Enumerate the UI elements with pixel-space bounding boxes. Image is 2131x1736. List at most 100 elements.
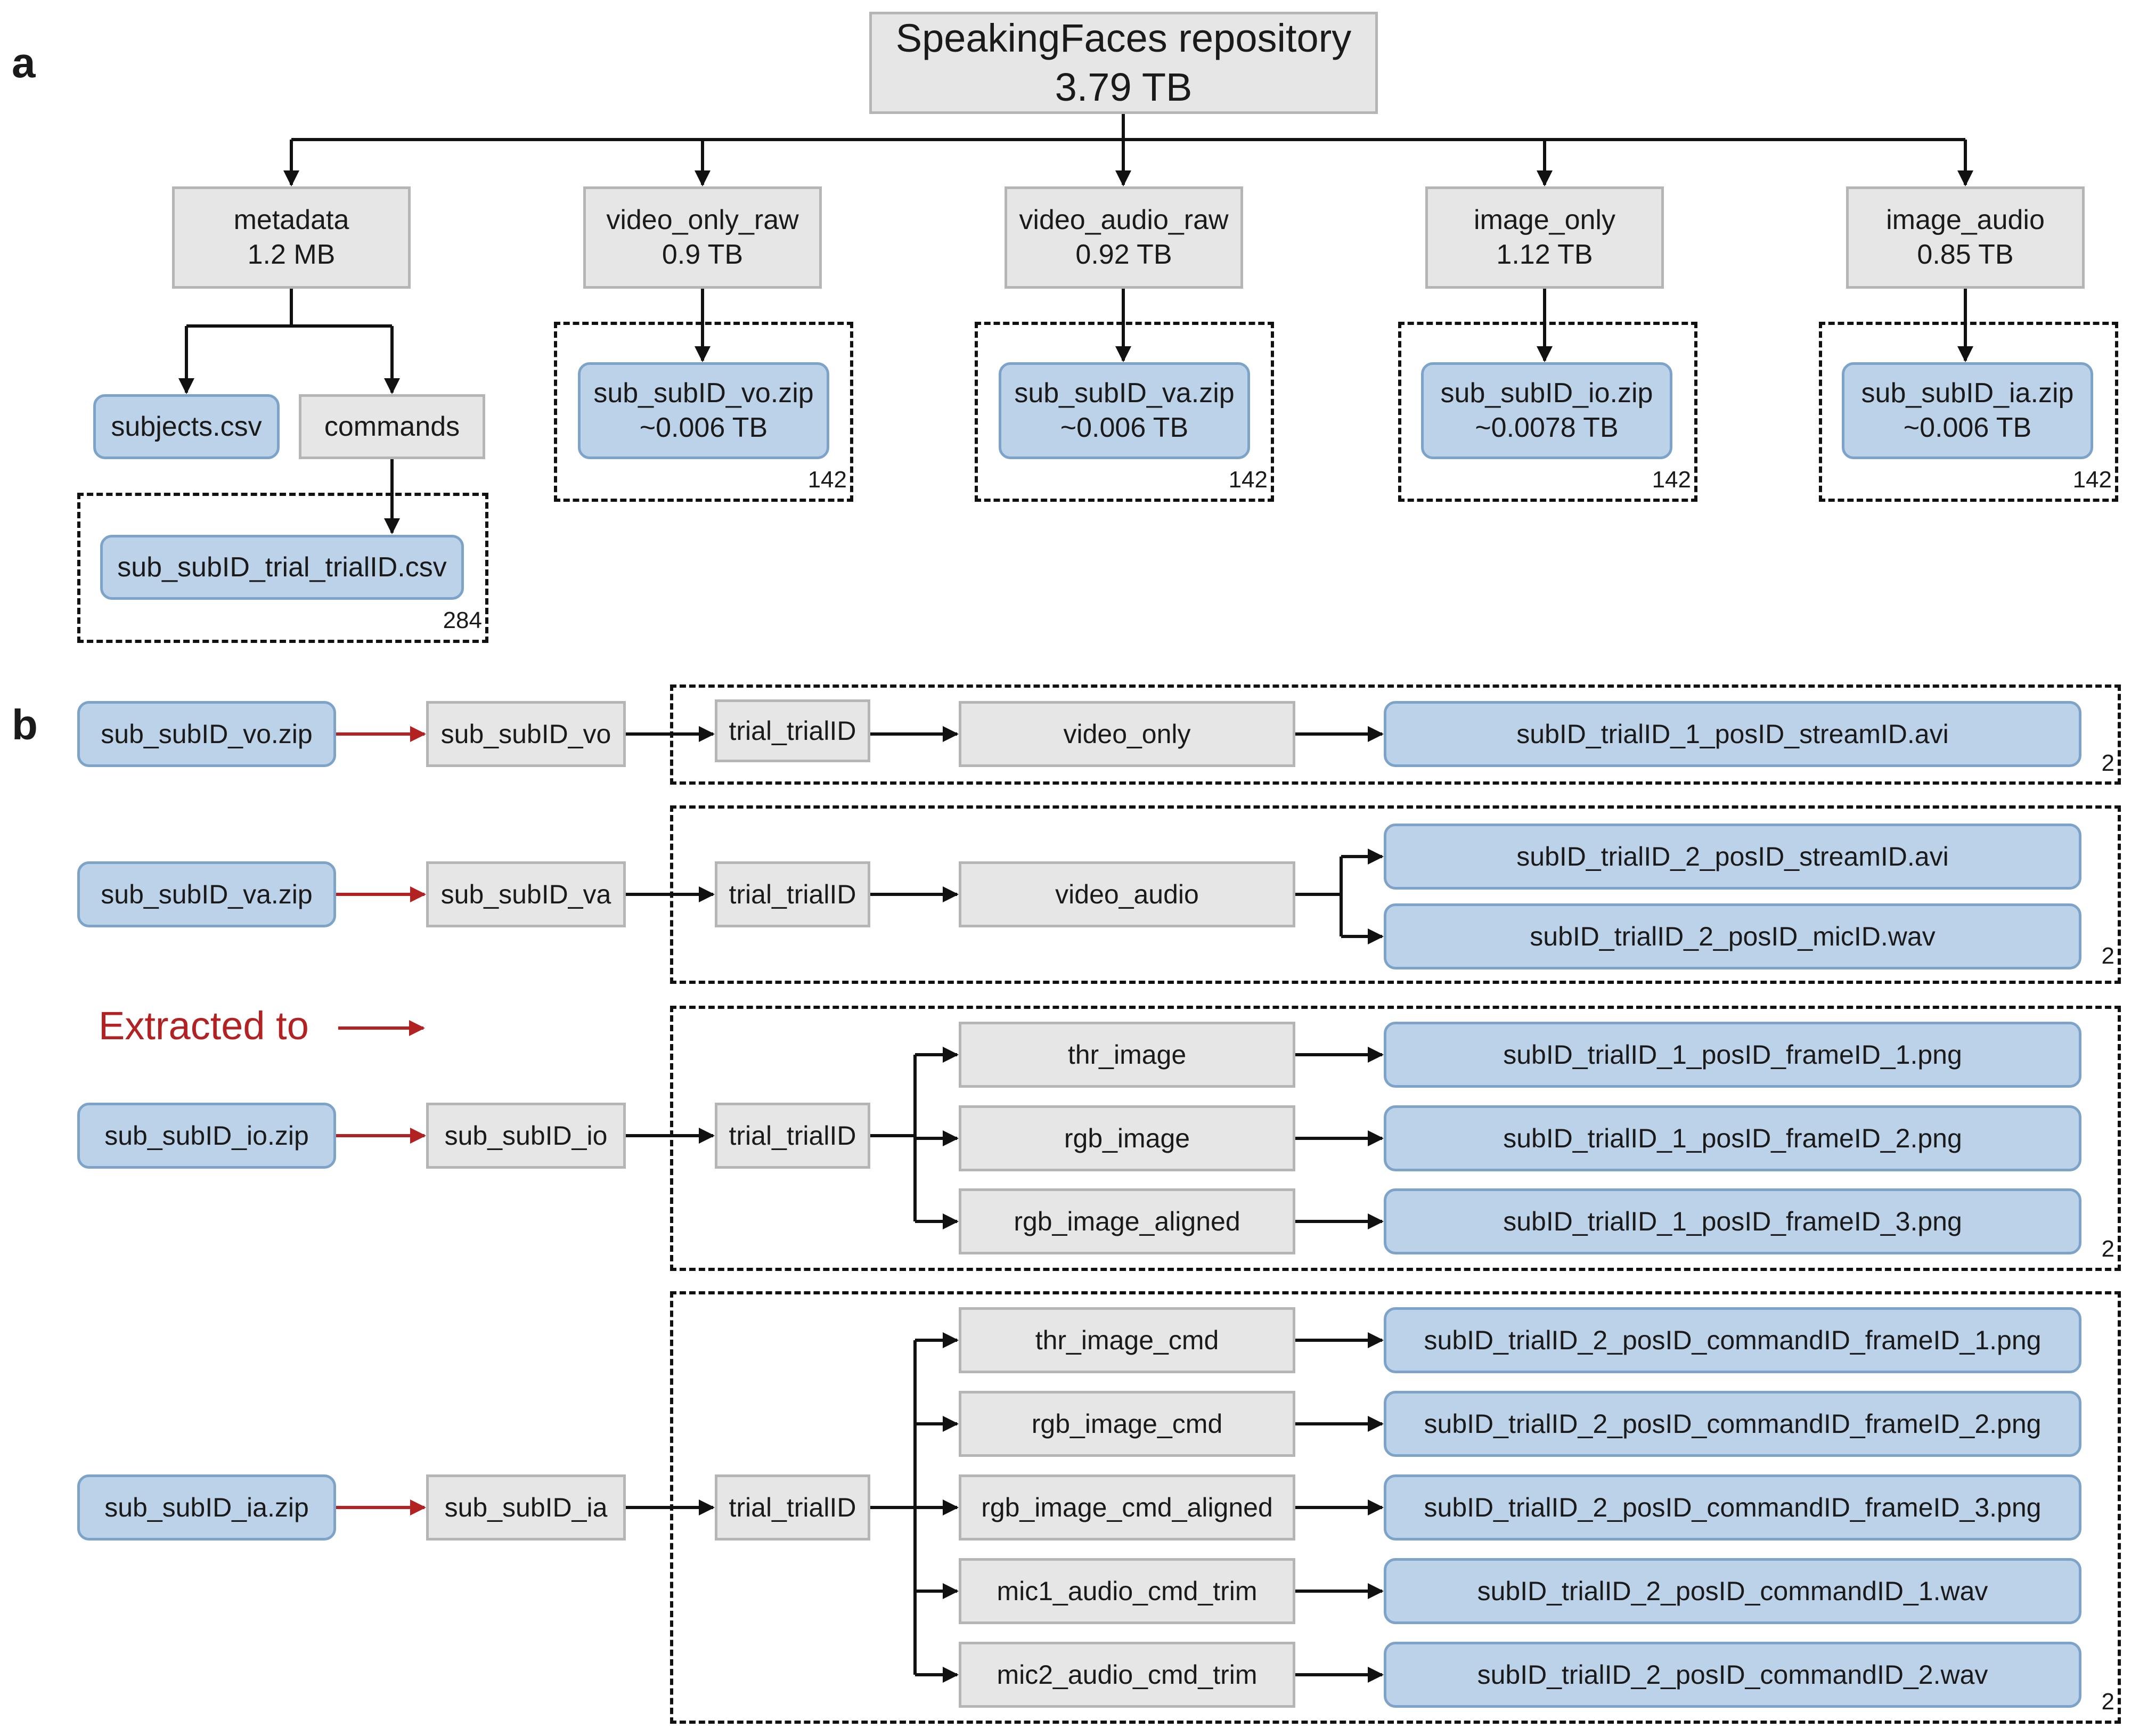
row-io-folder-rgb-image-aligned: rgb_image_aligned xyxy=(959,1188,1295,1254)
zip-label: sub_subID_vo.zip xyxy=(101,719,313,749)
row-ia-folder-rgb-image-cmd-aligned: rgb_image_cmd_aligned xyxy=(959,1474,1295,1541)
file-label: subID_trialID_1_posID_frameID_1.png xyxy=(1503,1039,1962,1070)
row-ia-folder-mic1-audio-cmd-trim: mic1_audio_cmd_trim xyxy=(959,1558,1295,1624)
row-io-zip: sub_subID_io.zip xyxy=(77,1103,336,1169)
row-ia-subject-folder: sub_subID_ia xyxy=(426,1474,626,1541)
zip-size: ~0.0078 TB xyxy=(1475,412,1619,443)
folder-label: video_only xyxy=(1063,719,1191,749)
row-io-folder-rgb-image: rgb_image xyxy=(959,1105,1295,1171)
folder-size: 0.85 TB xyxy=(1917,239,2014,270)
repeat-count: 142 xyxy=(1652,467,1691,493)
folder-label: video_audio xyxy=(1055,879,1199,909)
zip-io: sub_subID_io.zip ~0.0078 TB xyxy=(1421,362,1672,459)
repository-size: 3.79 TB xyxy=(1055,65,1193,109)
zip-size: ~0.006 TB xyxy=(1060,412,1189,443)
repeat-count: 284 xyxy=(443,607,482,633)
repeat-group-va-zip xyxy=(975,322,1274,502)
zip-size: ~0.006 TB xyxy=(1903,412,2032,443)
file-label: subID_trialID_2_posID_micID.wav xyxy=(1530,921,1936,951)
folder-label: commands xyxy=(324,411,460,442)
row-io-file-png-2: subID_trialID_1_posID_frameID_2.png xyxy=(1384,1105,2081,1171)
folder-label: mic1_audio_cmd_trim xyxy=(997,1576,1258,1606)
row-vo-folder-video-only: video_only xyxy=(959,701,1295,767)
file-label: subID_trialID_1_posID_streamID.avi xyxy=(1516,719,1949,749)
folder-name: image_audio xyxy=(1886,205,2045,235)
file-label: subID_trialID_1_posID_frameID_3.png xyxy=(1503,1206,1962,1236)
file-label: subID_trialID_2_posID_commandID_frameID_… xyxy=(1424,1492,2042,1522)
row-io-file-png-3: subID_trialID_1_posID_frameID_3.png xyxy=(1384,1188,2081,1254)
row-ia-file-wav-2: subID_trialID_2_posID_commandID_2.wav xyxy=(1384,1642,2081,1708)
folder-name: video_audio_raw xyxy=(1019,205,1229,235)
folder-metadata: metadata 1.2 MB xyxy=(172,186,411,289)
row-vo-zip: sub_subID_vo.zip xyxy=(77,701,336,767)
folder-label: trial_trialID xyxy=(729,879,856,909)
row-ia-folder-rgb-image-cmd: rgb_image_cmd xyxy=(959,1391,1295,1457)
folder-label: sub_subID_ia xyxy=(444,1492,608,1522)
folder-label: mic2_audio_cmd_trim xyxy=(997,1659,1258,1690)
folder-label: rgb_image_cmd_aligned xyxy=(981,1492,1273,1522)
repository-title: SpeakingFaces repository xyxy=(895,15,1352,60)
folder-label: trial_trialID xyxy=(729,1120,856,1151)
row-va-subject-folder: sub_subID_va xyxy=(426,861,626,927)
row-ia-folder-mic2-audio-cmd-trim: mic2_audio_cmd_trim xyxy=(959,1642,1295,1708)
row-va-file-wav: subID_trialID_2_posID_micID.wav xyxy=(1384,903,2081,969)
repeat-group-trial-csv xyxy=(77,493,488,643)
folder-label: trial_trialID xyxy=(729,1492,856,1522)
folder-video-audio-raw: video_audio_raw 0.92 TB xyxy=(1005,186,1243,289)
folder-name: image_only xyxy=(1474,205,1615,235)
folder-label: rgb_image xyxy=(1064,1123,1190,1153)
folder-size: 0.92 TB xyxy=(1075,239,1172,270)
row-va-file-avi: subID_trialID_2_posID_streamID.avi xyxy=(1384,824,2081,890)
zip-label: sub_subID_io.zip xyxy=(104,1120,309,1151)
folder-label: rgb_image_cmd xyxy=(1031,1408,1223,1439)
row-ia-folder-thr-image-cmd: thr_image_cmd xyxy=(959,1307,1295,1373)
zip-name: sub_subID_ia.zip xyxy=(1861,378,2074,409)
repeat-group-row-va xyxy=(670,805,2121,984)
row-ia-trial-folder: trial_trialID xyxy=(715,1474,870,1541)
repeat-count: 2 xyxy=(2101,943,2114,969)
zip-vo: sub_subID_vo.zip ~0.006 TB xyxy=(578,362,829,459)
repeat-count: 142 xyxy=(807,467,847,493)
folder-label: rgb_image_aligned xyxy=(1014,1206,1240,1236)
folder-name: metadata xyxy=(233,205,349,235)
repository-root-node: SpeakingFaces repository 3.79 TB xyxy=(869,12,1378,114)
folder-size: 1.12 TB xyxy=(1496,239,1593,270)
file-label: subID_trialID_2_posID_commandID_1.wav xyxy=(1477,1576,1988,1606)
repeat-group-io-zip xyxy=(1398,322,1697,502)
row-io-folder-thr-image: thr_image xyxy=(959,1022,1295,1088)
file-label: subID_trialID_1_posID_frameID_2.png xyxy=(1503,1123,1962,1153)
row-va-zip: sub_subID_va.zip xyxy=(77,861,336,927)
row-va-trial-folder: trial_trialID xyxy=(715,861,870,927)
folder-video-only-raw: video_only_raw 0.9 TB xyxy=(583,186,822,289)
row-vo-subject-folder: sub_subID_vo xyxy=(426,701,626,767)
repeat-group-row-io xyxy=(670,1006,2121,1271)
row-va-folder-video-audio: video_audio xyxy=(959,861,1295,927)
repeat-count: 2 xyxy=(2101,1236,2114,1262)
row-io-subject-folder: sub_subID_io xyxy=(426,1103,626,1169)
folder-label: sub_subID_vo xyxy=(440,719,611,749)
zip-va: sub_subID_va.zip ~0.006 TB xyxy=(999,362,1250,459)
row-io-trial-folder: trial_trialID xyxy=(715,1103,870,1169)
file-label: subID_trialID_2_posID_streamID.avi xyxy=(1516,841,1949,871)
extracted-to-legend: Extracted to xyxy=(99,1004,309,1048)
repeat-count: 2 xyxy=(2101,1689,2114,1715)
repeat-count: 142 xyxy=(2072,467,2112,493)
folder-label: thr_image_cmd xyxy=(1035,1325,1219,1355)
zip-name: sub_subID_io.zip xyxy=(1440,378,1653,409)
row-ia-file-png-2: subID_trialID_2_posID_commandID_frameID_… xyxy=(1384,1391,2081,1457)
row-ia-file-png-1: subID_trialID_2_posID_commandID_frameID_… xyxy=(1384,1307,2081,1373)
folder-commands: commands xyxy=(299,394,485,459)
folder-image-only: image_only 1.12 TB xyxy=(1425,186,1664,289)
file-label: subID_trialID_2_posID_commandID_frameID_… xyxy=(1424,1325,2042,1355)
file-label: sub_subID_trial_trialID.csv xyxy=(117,551,447,583)
panel-label-a: a xyxy=(12,39,36,86)
zip-name: sub_subID_va.zip xyxy=(1014,378,1235,409)
row-io-file-png-1: subID_trialID_1_posID_frameID_1.png xyxy=(1384,1022,2081,1088)
folder-label: trial_trialID xyxy=(729,715,856,746)
file-label: subID_trialID_2_posID_commandID_2.wav xyxy=(1477,1659,1988,1690)
zip-ia: sub_subID_ia.zip ~0.006 TB xyxy=(1842,362,2093,459)
zip-label: sub_subID_ia.zip xyxy=(104,1492,309,1522)
file-label: subID_trialID_2_posID_commandID_frameID_… xyxy=(1424,1408,2042,1439)
zip-size: ~0.006 TB xyxy=(639,412,768,443)
